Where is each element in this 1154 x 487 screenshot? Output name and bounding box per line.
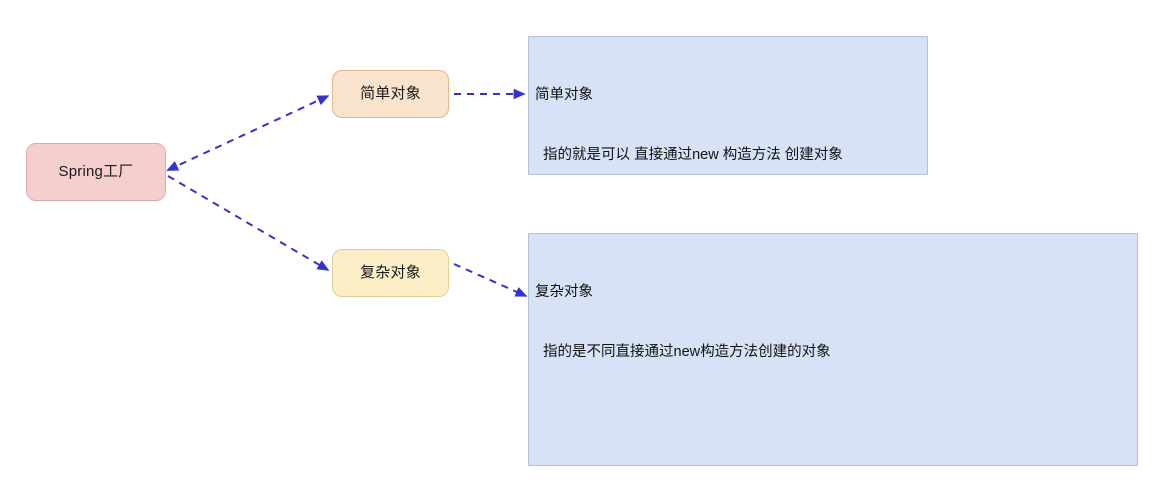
edge-root-to-complex: [167, 175, 330, 271]
node-simple-object[interactable]: 简单对象: [332, 70, 449, 118]
panel-line: 简单对象: [535, 87, 593, 103]
panel-simple-object: 简单对象 指的就是可以 直接通过new 构造方法 创建对象 UserServic…: [528, 36, 928, 175]
node-complex-object[interactable]: 复杂对象: [332, 249, 449, 297]
panel-line: 指的是不同直接通过new构造方法创建的对象: [535, 344, 831, 360]
panel-line-blank: [535, 402, 1137, 422]
node-spring-factory-label: Spring工厂: [58, 163, 134, 180]
edge-complex-to-panel: [453, 263, 528, 297]
panel-complex-object: 复杂对象 指的是不同直接通过new构造方法创建的对象 Connection Cl…: [528, 233, 1138, 466]
node-complex-object-label: 复杂对象: [360, 264, 421, 281]
panel-line: 指的就是可以 直接通过new 构造方法 创建对象: [535, 147, 843, 163]
node-spring-factory[interactable]: Spring工厂: [26, 143, 166, 201]
node-simple-object-label: 简单对象: [360, 85, 421, 102]
panel-line: 复杂对象: [535, 284, 593, 300]
edge-root-to-simple: [166, 95, 330, 171]
panel-line: Connection: [535, 462, 1137, 465]
